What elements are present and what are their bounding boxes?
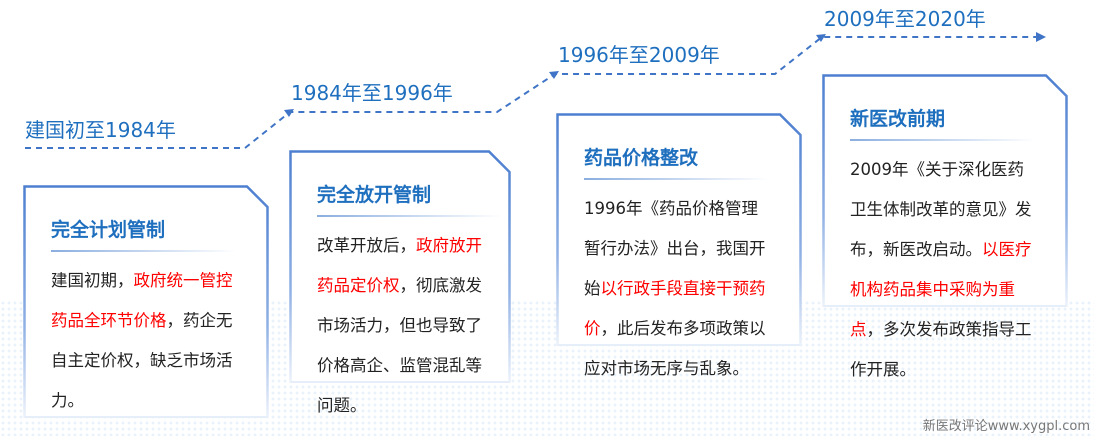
card-frame	[822, 74, 1068, 307]
body-text: ，彻底激发市场活力，但也导致了价格高企、监管混乱等问题。	[317, 276, 482, 415]
title-underline	[584, 178, 769, 180]
period-label: 2009年至2020年	[824, 7, 986, 31]
card-body: 2009年《关于深化医药卫生体制改革的意见》发布，新医改启动。以医疗机构药品集中…	[850, 150, 1040, 390]
card-frame	[23, 185, 269, 418]
highlight-text: 政府放开药品定价权	[317, 236, 482, 295]
highlight-text: 以医疗机构药品集中采购为重点	[850, 240, 1032, 339]
body-text: ，此后发布多项政策以应对市场无序与乱象。	[584, 319, 766, 378]
arrow-head-icon	[1036, 32, 1046, 42]
title-underline	[317, 215, 502, 217]
period-label: 1984年至1996年	[291, 81, 453, 105]
body-text: ，药企无自主定价权，缺乏市场活力。	[51, 311, 233, 410]
card-title: 药品价格整改	[584, 147, 699, 169]
title-underline	[850, 139, 1035, 141]
watermark: 新医改评论www.xygpl.com	[922, 419, 1090, 434]
body-text: ，多次发布政策指导工作开展。	[850, 320, 1032, 379]
card-title: 完全计划管制	[51, 219, 166, 241]
highlight-text: 以行政手段直接干预药价	[584, 279, 766, 338]
body-text: 建国初期，	[51, 271, 134, 290]
timeline-card: 新医改前期 2009年《关于深化医药卫生体制改革的意见》发布，新医改启动。以医疗…	[822, 74, 1068, 379]
card-frame	[556, 113, 802, 346]
card-title: 新医改前期	[850, 108, 946, 130]
period-label: 1996年至2009年	[558, 43, 720, 67]
card-body: 1996年《药品价格管理暂行办法》出台，我国开始以行政手段直接干预药价，此后发布…	[584, 189, 774, 389]
card-frame	[289, 150, 511, 383]
body-text: 改革开放后，	[317, 236, 416, 255]
card-title: 完全放开管制	[317, 184, 432, 206]
body-text: 1996年《药品价格管理暂行办法》出台，我国开始	[584, 199, 766, 298]
timeline-card: 完全计划管制 建国初期，政府统一管控药品全环节价格，药企无自主定价权，缺乏市场活…	[23, 185, 269, 418]
title-underline	[51, 250, 236, 252]
period-label: 建国初至1984年	[25, 118, 176, 142]
timeline-card: 药品价格整改 1996年《药品价格管理暂行办法》出台，我国开始以行政手段直接干预…	[556, 113, 802, 378]
card-body: 改革开放后，政府放开药品定价权，彻底激发市场活力，但也导致了价格高企、监管混乱等…	[317, 226, 492, 426]
highlight-text: 政府统一管控药品全环节价格	[51, 271, 233, 330]
body-text: 2009年《关于深化医药卫生体制改革的意见》发布，新医改启动。	[850, 160, 1032, 259]
timeline-card: 完全放开管制 改革开放后，政府放开药品定价权，彻底激发市场活力，但也导致了价格高…	[289, 150, 511, 415]
card-body: 建国初期，政府统一管控药品全环节价格，药企无自主定价权，缺乏市场活力。	[51, 261, 241, 421]
